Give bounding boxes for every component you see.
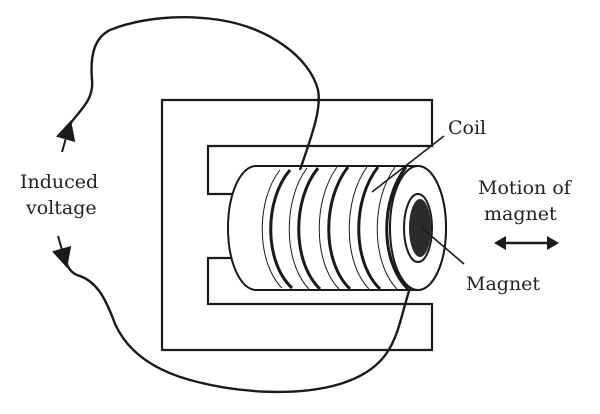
coil <box>227 165 447 291</box>
induced-voltage-label-line2: voltage <box>25 197 97 219</box>
magnet-label: Magnet <box>466 273 540 295</box>
magnet-leader-line <box>421 227 465 265</box>
coil-windings <box>269 166 410 291</box>
coil-label: Coil <box>448 117 486 139</box>
voltage-arrow-down-icon <box>51 235 72 268</box>
wire-top <box>69 16 320 171</box>
motion-double-arrow-icon <box>494 236 559 250</box>
motion-label-line1: Motion of <box>478 177 573 199</box>
coil-leader-line <box>371 135 445 193</box>
magnet-core <box>409 199 431 257</box>
motion-label-line2: magnet <box>484 203 557 225</box>
induced-voltage-label-line1: Induced <box>20 171 98 193</box>
voltage-arrow-up-icon <box>55 120 76 153</box>
wire-bottom <box>64 261 412 394</box>
magnet <box>403 193 433 263</box>
